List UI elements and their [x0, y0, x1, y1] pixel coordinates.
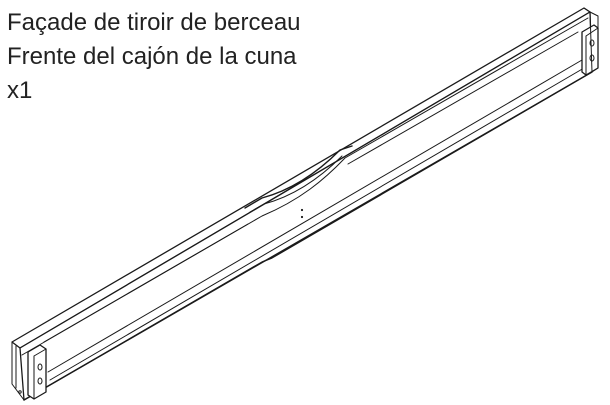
board-groove-lower — [49, 67, 585, 381]
board-edge-line — [21, 17, 589, 356]
board-front-face — [19, 11, 593, 401]
handle-cutout-inner — [249, 155, 343, 213]
handle-cutout — [244, 145, 353, 209]
right-end-block — [581, 24, 599, 76]
board-bottom-edge — [23, 71, 593, 401]
board-groove-upper — [43, 223, 249, 343]
part-name-spanish: Frente del cajón de la cuna — [7, 43, 297, 70]
left-end-grain — [11, 341, 25, 401]
left-dowel-hole-top — [37, 363, 43, 371]
board-groove-lower-inner — [47, 59, 583, 373]
left-end-block — [27, 344, 47, 400]
center-pilot-hole-lower — [300, 215, 304, 219]
center-pilot-hole-upper — [300, 208, 304, 212]
left-dowel-hole-bottom — [37, 377, 43, 385]
left-end-block-edge — [33, 348, 47, 400]
part-name-french: Façade de tiroir de berceau — [7, 9, 301, 36]
right-end-grain — [583, 7, 599, 73]
board-groove-upper-right — [347, 31, 579, 165]
part-caption: Façade de tiroir de berceau Frente del c… — [7, 6, 301, 108]
left-screw-mark — [18, 390, 22, 394]
board-top-face — [11, 7, 591, 349]
right-end-block-edge — [585, 27, 599, 76]
part-quantity: x1 — [7, 77, 33, 104]
